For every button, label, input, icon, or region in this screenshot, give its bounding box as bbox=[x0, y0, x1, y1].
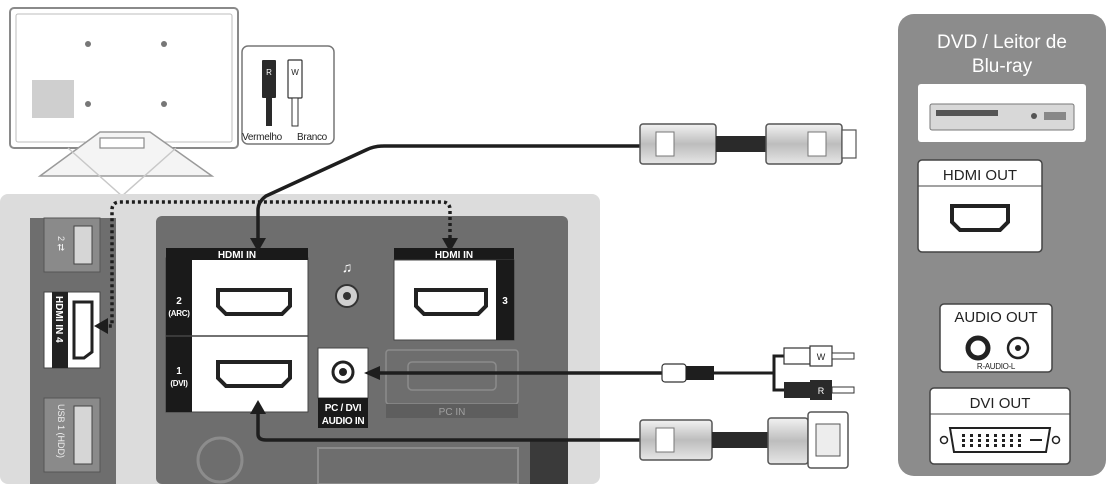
pc-in-label: PC IN bbox=[439, 407, 466, 418]
usb-bottom-label: USB 1 (HDD) bbox=[56, 404, 66, 458]
port-1-number: 1 bbox=[176, 366, 182, 377]
hdmi-port-2[interactable] bbox=[216, 288, 292, 316]
pc-dvi-label-2: AUDIO IN bbox=[322, 416, 365, 427]
rca-red-letter: R bbox=[818, 386, 825, 396]
hdmi-dvi-plug-dvi bbox=[767, 417, 809, 465]
hdmi-port-1[interactable] bbox=[216, 360, 292, 388]
plug-red-label: Vermelho bbox=[242, 132, 283, 143]
tv-connector-panel: 2 ⇄ HDMI IN 4 USB 1 (HDD) HDMI IN 2 (ARC… bbox=[0, 194, 600, 484]
plug-white-letter: W bbox=[291, 68, 299, 77]
plug-white-label: Branco bbox=[297, 132, 328, 143]
device-title-line-2: Blu-ray bbox=[972, 56, 1033, 77]
arrow-to-hdmi-4 bbox=[94, 318, 108, 334]
hdmi-out-label: HDMI OUT bbox=[943, 167, 1017, 184]
dvi-out-port[interactable] bbox=[948, 427, 1052, 453]
rca-plug-icon: R W Vermelho Branco bbox=[241, 45, 335, 145]
port-3-number: 3 bbox=[502, 296, 508, 307]
audio-out-label: AUDIO OUT bbox=[954, 309, 1037, 326]
usb-top-label: 2 ⇄ bbox=[56, 236, 66, 252]
hdmi-in-4-label: HDMI IN 4 bbox=[53, 296, 64, 343]
hdmi-cable-plug-left bbox=[639, 123, 717, 165]
hdmi-dvi-plug-hdmi bbox=[639, 419, 713, 461]
headphone-icon: ♫ bbox=[342, 259, 353, 275]
arrow-to-hdmi-2 bbox=[250, 238, 266, 252]
plug-red-letter: R bbox=[266, 68, 272, 77]
hdmi-in-left-label: HDMI IN bbox=[218, 250, 256, 261]
arrow-to-hdmi-3 bbox=[442, 238, 458, 252]
audio-out-sub-label: R-AUDIO-L bbox=[977, 362, 1016, 371]
hdmi-in-right-label: HDMI IN bbox=[435, 250, 473, 261]
audio-out-r-jack[interactable] bbox=[965, 335, 991, 361]
tv-rear-illustration bbox=[9, 7, 239, 198]
port-2-sub: (ARC) bbox=[168, 309, 190, 318]
cables: W R bbox=[94, 123, 857, 469]
port-2-number: 2 bbox=[176, 296, 182, 307]
arrow-to-hdmi-1 bbox=[250, 400, 266, 414]
port-1-sub: (DVI) bbox=[170, 379, 188, 388]
hdmi-out-port[interactable] bbox=[950, 204, 1010, 232]
dvi-out-label: DVI OUT bbox=[970, 395, 1031, 412]
hdmi-port-3[interactable] bbox=[414, 288, 488, 316]
pc-dvi-label-1: PC / DVI bbox=[325, 403, 362, 414]
hdmi-in-4-port[interactable] bbox=[72, 300, 94, 360]
hdmi-cable-plug-right bbox=[765, 123, 843, 165]
rca-white-letter: W bbox=[817, 352, 826, 362]
device-title-line-1: DVD / Leitor de bbox=[937, 32, 1067, 53]
device-panel: DVD / Leitor de Blu-ray HDMI OUT AUDIO O… bbox=[898, 14, 1106, 476]
arrow-to-audio-in bbox=[364, 366, 380, 380]
